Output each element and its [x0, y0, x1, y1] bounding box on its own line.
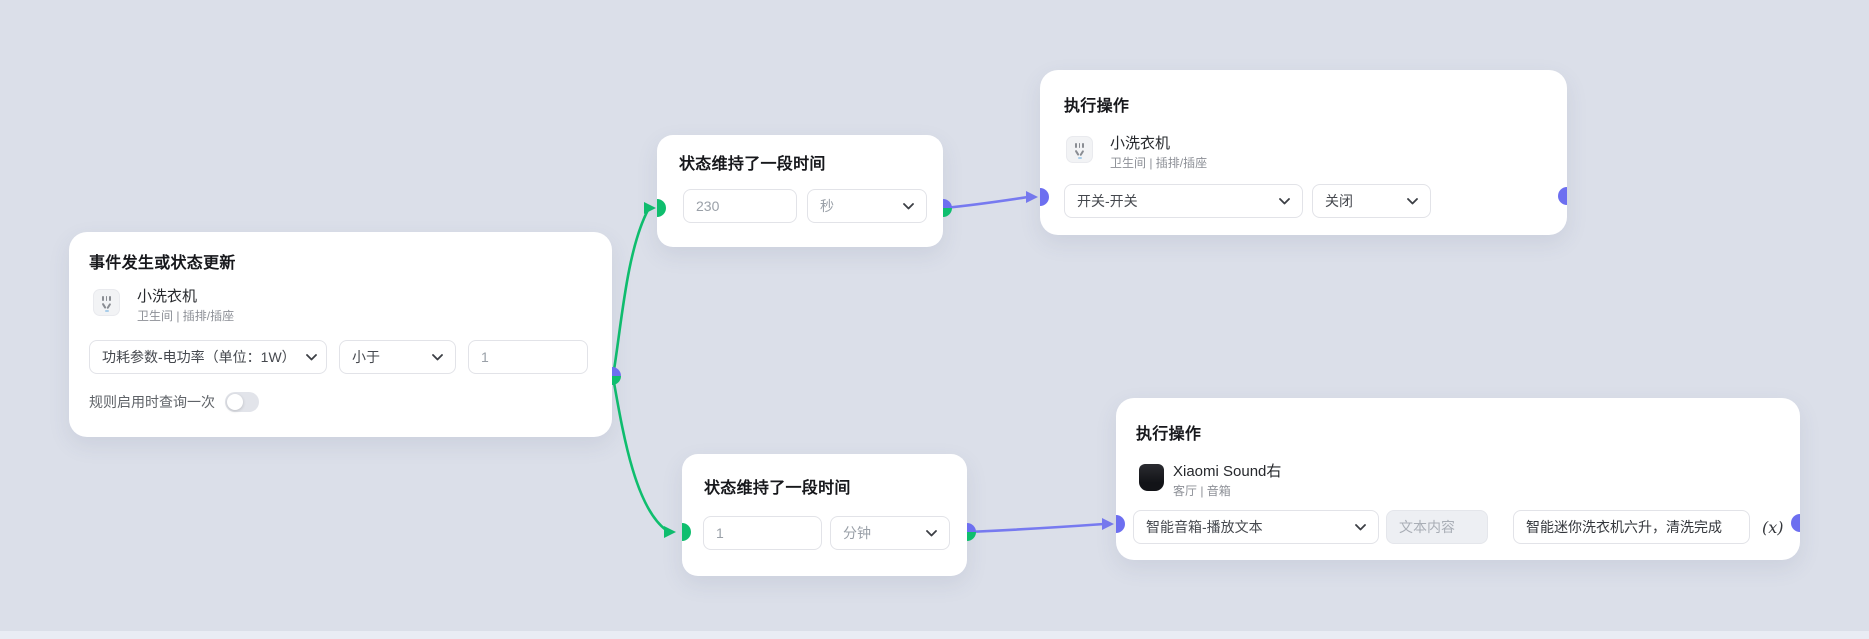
input-port[interactable]: [1116, 515, 1125, 533]
function-select[interactable]: 智能音箱-播放文本: [1133, 510, 1379, 544]
duration-value-input[interactable]: [683, 189, 797, 223]
device-location: 卫生间 | 插排/插座: [1110, 156, 1208, 170]
output-port[interactable]: [1558, 187, 1567, 205]
node-duration-bottom[interactable]: 状态维持了一段时间 分钟: [682, 454, 976, 576]
chevron-down-icon: [1279, 197, 1290, 205]
output-port[interactable]: [943, 199, 952, 217]
duration-value-input[interactable]: [703, 516, 822, 550]
node-title: 事件发生或状态更新: [89, 255, 236, 272]
operator-select[interactable]: 小于: [339, 340, 456, 374]
chevron-down-icon: [1407, 197, 1418, 205]
input-port[interactable]: [657, 199, 666, 217]
function-select[interactable]: 开关-开关: [1064, 184, 1303, 218]
option-select[interactable]: 关闭: [1312, 184, 1431, 218]
node-title: 状态维持了一段时间: [704, 480, 851, 497]
duration-unit-select[interactable]: 秒: [807, 189, 927, 223]
speech-text-input[interactable]: [1513, 510, 1750, 544]
input-port[interactable]: [1040, 188, 1049, 206]
output-port[interactable]: [967, 523, 976, 541]
canvas-bottom-edge: [0, 631, 1869, 639]
device-location: 客厅 | 音箱: [1173, 484, 1231, 498]
edge-trigger-to-duration-bottom: [611, 376, 667, 532]
chevron-down-icon: [1355, 523, 1366, 531]
chevron-down-icon: [432, 353, 443, 361]
speaker-icon: [1138, 464, 1165, 491]
device-name: Xiaomi Sound右: [1173, 463, 1282, 480]
arrowhead-icon: [664, 526, 676, 538]
text-content-input[interactable]: [1386, 510, 1488, 544]
edge-duration-bottom-to-action-bottom: [967, 522, 1105, 534]
socket-icon: [1066, 136, 1093, 163]
output-port[interactable]: [612, 367, 621, 385]
device-location: 卫生间 | 插排/插座: [137, 309, 235, 323]
node-duration-top[interactable]: 状态维持了一段时间 秒: [657, 135, 952, 247]
query-once-toggle[interactable]: [225, 392, 259, 412]
node-action-bottom[interactable]: 执行操作 Xiaomi Sound右 客厅 | 音箱 智能音箱-播放文本 (x): [1116, 398, 1800, 560]
expression-suffix: (x): [1762, 517, 1784, 537]
arrowhead-icon: [1102, 518, 1114, 530]
chevron-down-icon: [305, 353, 317, 361]
edge-trigger-to-duration-top: [611, 209, 650, 377]
node-action-top[interactable]: 执行操作 小洗衣机 卫生间 | 插排/插座 开关-开关 关闭: [1040, 70, 1567, 235]
chevron-down-icon: [926, 529, 937, 537]
device-name: 小洗衣机: [1110, 135, 1171, 152]
arrowhead-icon: [1026, 191, 1038, 203]
input-port[interactable]: [682, 523, 691, 541]
node-trigger[interactable]: 事件发生或状态更新 小洗衣机 卫生间 | 插排/插座 功耗参数-电功率（单位：1…: [69, 232, 621, 437]
output-port[interactable]: [1791, 514, 1800, 532]
arrowhead-icon: [644, 202, 656, 214]
device-name: 小洗衣机: [137, 288, 198, 305]
socket-icon: [93, 289, 120, 316]
node-title: 执行操作: [1064, 98, 1130, 115]
node-title: 执行操作: [1136, 426, 1202, 443]
threshold-value-input[interactable]: [468, 340, 588, 374]
duration-unit-select[interactable]: 分钟: [830, 516, 950, 550]
chevron-down-icon: [903, 202, 914, 210]
property-select[interactable]: 功耗参数-电功率（单位：1W）: [89, 340, 327, 374]
node-title: 状态维持了一段时间: [679, 156, 826, 173]
query-once-label: 规则启用时查询一次: [89, 394, 215, 410]
edge-duration-top-to-action-top: [943, 195, 1029, 210]
